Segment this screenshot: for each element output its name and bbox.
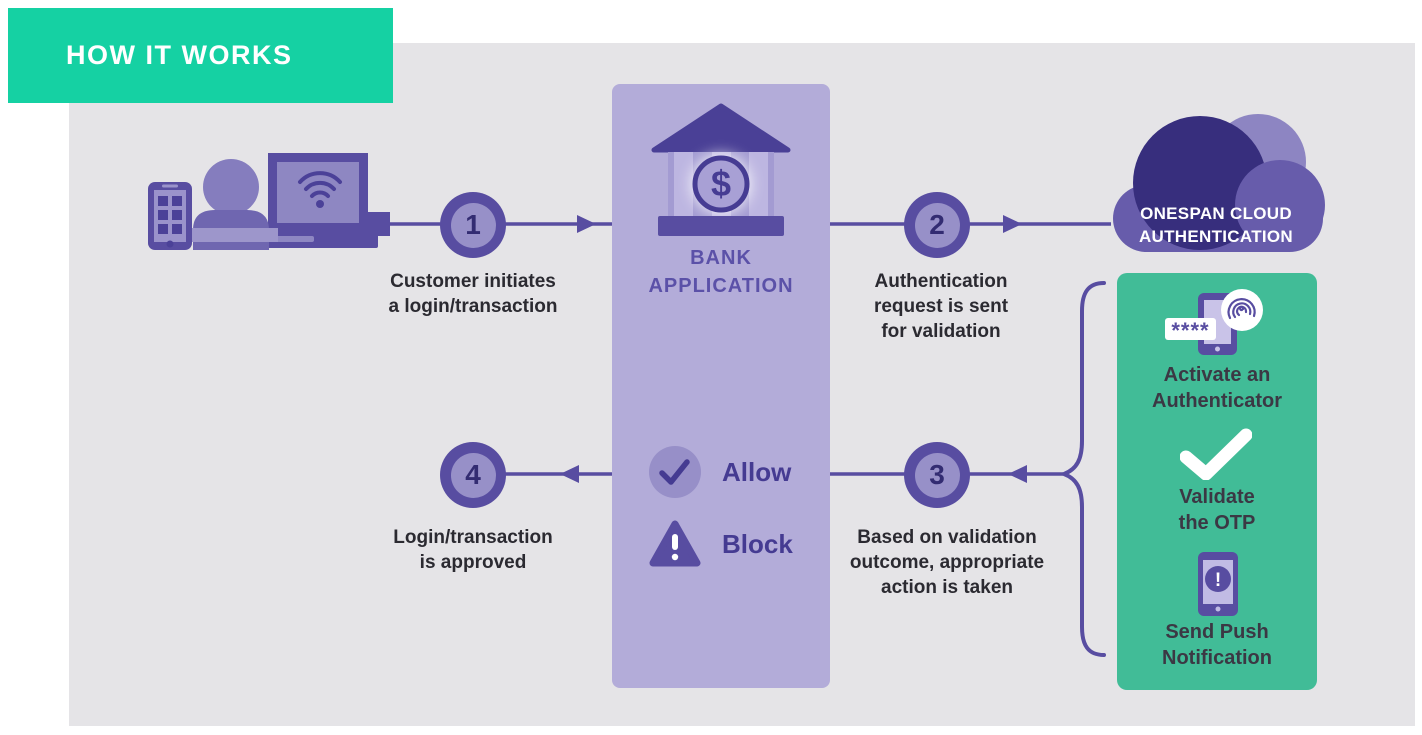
wifi-icon	[298, 171, 342, 198]
step-number: 1	[450, 202, 496, 248]
fingerprint-icon	[1221, 289, 1263, 331]
cloud-icon	[1113, 114, 1325, 252]
block-label: Block	[722, 528, 793, 559]
smartphone-icon	[148, 182, 192, 250]
page-title: HOW IT WORKS	[66, 40, 293, 70]
arrowhead-right-icon	[577, 215, 596, 233]
outcome-block-row: Block	[649, 518, 793, 570]
step-circle-1: 1	[440, 192, 506, 258]
svg-text:****: ****	[1171, 318, 1209, 343]
step-3-description: Based on validation outcome, appropriate…	[849, 527, 1045, 598]
bank-application-title: BANK APPLICATION	[648, 247, 794, 297]
checkmark-icon	[1180, 428, 1252, 480]
step-circle-3: 3	[904, 442, 970, 508]
arrowhead-right-icon	[1003, 215, 1022, 233]
check-circle-icon	[649, 446, 701, 498]
bank-application-panel: $ BANK APPLICATION Allow	[612, 84, 830, 688]
alert-circle-icon: !	[1205, 566, 1231, 592]
authentication-methods-panel: **** Activate an Authenticator Validate …	[1117, 273, 1317, 690]
method-3-label: Send Push Notification	[1162, 621, 1272, 669]
arrowhead-left-icon	[1008, 465, 1027, 483]
outcome-allow-row: Allow	[649, 446, 791, 498]
step-number: 4	[450, 452, 496, 498]
push-notification-phone-icon: !	[1198, 552, 1238, 616]
step-number: 2	[914, 202, 960, 248]
step-1-description: Customer initiates a login/transaction	[388, 271, 558, 317]
step-circle-2: 2	[904, 192, 970, 258]
method-1-label: Activate an Authenticator	[1152, 364, 1282, 412]
header-banner: HOW IT WORKS	[8, 8, 393, 103]
dollar-coin-icon: $	[692, 155, 750, 213]
arrowhead-left-icon	[560, 465, 579, 483]
step-2-description: Authentication request is sent for valid…	[873, 271, 1009, 342]
otp-code-badge: ****	[1165, 318, 1216, 343]
curly-brace	[1058, 281, 1106, 657]
method-2-label: Validate the OTP	[1178, 486, 1256, 534]
otp-phone-fingerprint-icon: ****	[1165, 289, 1263, 355]
svg-text:$: $	[711, 163, 731, 204]
customer-devices-icon	[148, 153, 390, 250]
warning-triangle-icon	[649, 520, 701, 567]
step-number: 3	[914, 452, 960, 498]
laptop-icon	[252, 153, 390, 248]
cloud-service-label: ONESPAN CLOUD AUTHENTICATION	[1138, 204, 1294, 246]
allow-label: Allow	[722, 456, 792, 487]
step-4-description: Login/transaction is approved	[393, 527, 553, 573]
bank-icon: $	[651, 103, 791, 236]
step-circle-4: 4	[440, 442, 506, 508]
svg-text:!: !	[1215, 570, 1221, 591]
